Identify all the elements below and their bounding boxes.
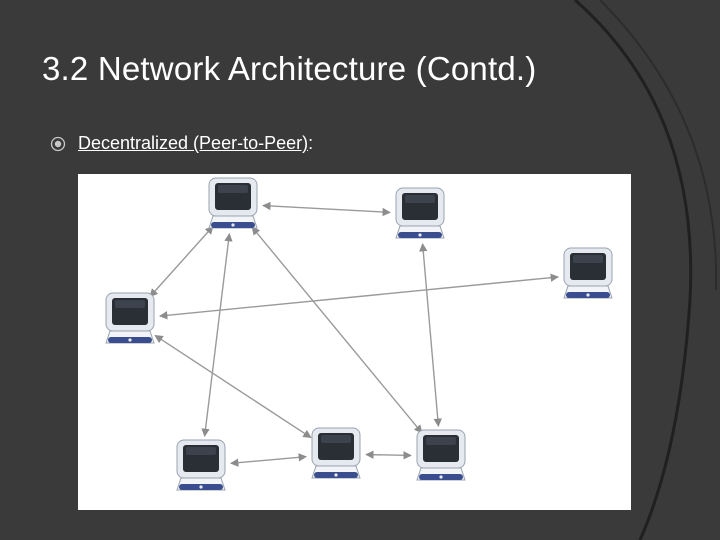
connection-peer-4-peer-6 xyxy=(154,334,312,439)
circled-bullet-icon xyxy=(50,136,66,151)
peer-4-computer-icon xyxy=(105,292,155,344)
diagram-canvas xyxy=(105,177,613,491)
p2p-network-diagram xyxy=(78,174,631,510)
decorative-arc xyxy=(574,0,693,540)
connection-peer-1-peer-4 xyxy=(149,225,214,298)
decorative-arc-secondary xyxy=(599,0,718,291)
peer-6-computer-icon xyxy=(311,427,361,479)
peer-7-computer-icon xyxy=(416,429,466,481)
peer-1-computer-icon xyxy=(208,177,258,229)
peer-2-computer-icon xyxy=(395,187,445,239)
peer-5-computer-icon xyxy=(176,439,226,491)
nodes-layer xyxy=(105,177,613,491)
bullet-text-underlined: Decentralized (Peer-to-Peer) xyxy=(78,133,309,153)
peer-3-computer-icon xyxy=(563,247,613,299)
connection-peer-1-peer-7 xyxy=(251,226,423,434)
connection-peer-5-peer-6 xyxy=(230,453,307,467)
slide-title: 3.2 Network Architecture (Contd.) xyxy=(42,50,537,87)
connection-peer-1-peer-2 xyxy=(262,201,391,217)
connection-peer-2-peer-7 xyxy=(419,243,442,427)
connection-peer-3-peer-4 xyxy=(159,273,559,320)
bullet-item: Decentralized (Peer-to-Peer): xyxy=(50,133,313,154)
connection-peer-1-peer-5 xyxy=(201,232,233,438)
connection-peer-6-peer-7 xyxy=(365,450,412,460)
bullet-text: Decentralized (Peer-to-Peer): xyxy=(78,133,313,154)
edges-layer xyxy=(149,201,559,467)
bullet-text-suffix: : xyxy=(308,133,314,153)
